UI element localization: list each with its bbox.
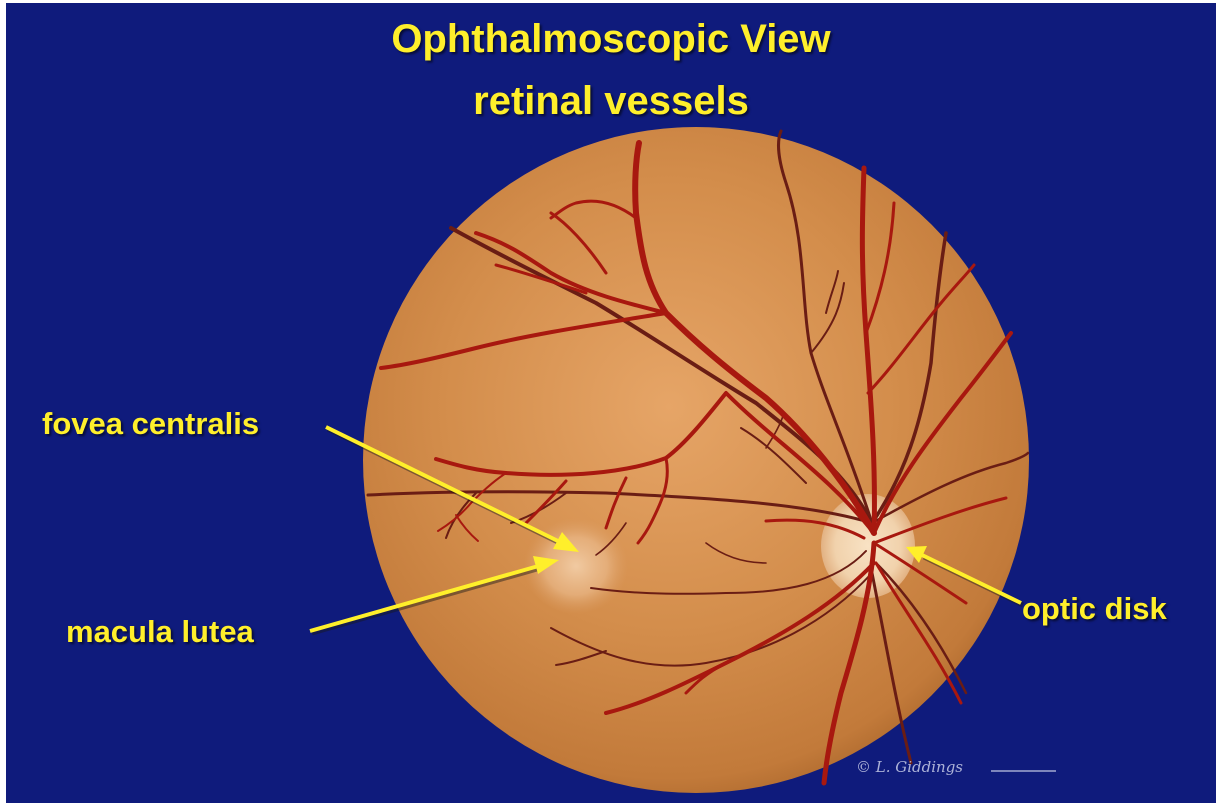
title-line-1: Ophthalmoscopic View [6, 17, 1216, 61]
fovea-centralis-label: fovea centralis [42, 407, 259, 441]
retina-illustration [6, 3, 1216, 803]
macula-lutea-label: macula lutea [66, 615, 254, 649]
fundus [363, 127, 1029, 793]
slide-canvas: Ophthalmoscopic View retinal vessels fov… [6, 3, 1216, 803]
title-line-2: retinal vessels [6, 79, 1216, 123]
artist-signature: © L. Giddings [856, 758, 963, 776]
optic-disk-label: optic disk [1022, 592, 1167, 626]
